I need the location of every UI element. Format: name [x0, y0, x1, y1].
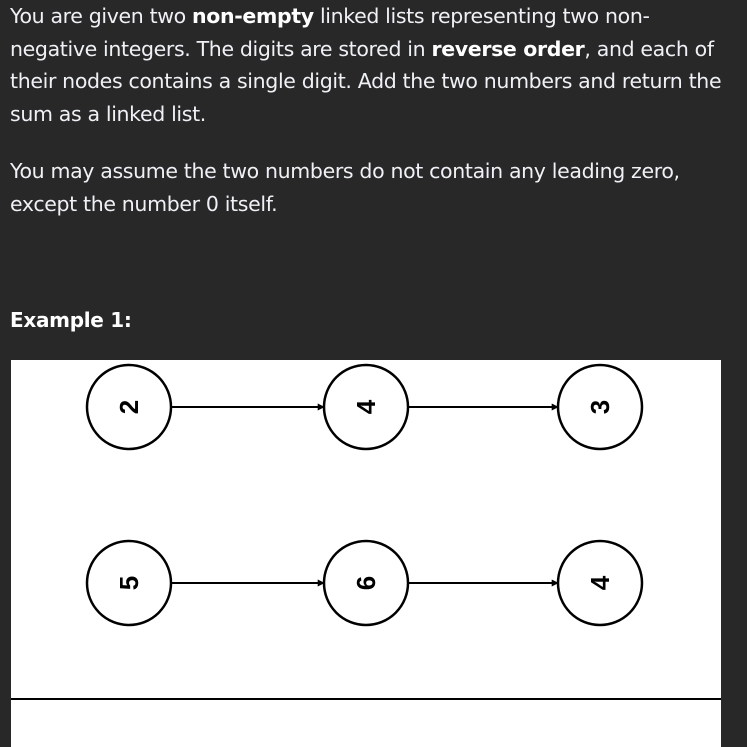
example-heading: Example 1: [10, 308, 132, 332]
linked-list-diagram: 2 4 3 5 6 4 [11, 360, 721, 747]
description-emphasis: reverse order [431, 36, 585, 61]
description-text: linked lists representing two non-negati… [10, 4, 650, 61]
node-value: 4 [585, 575, 615, 590]
node-circle [556, 363, 644, 451]
node-circle [85, 539, 173, 627]
node-circle [322, 363, 410, 451]
problem-constraint-note: You may assume the two numbers do not co… [10, 159, 680, 216]
list-node: 2 [85, 363, 173, 451]
node-circle [322, 539, 410, 627]
node-value: 5 [114, 576, 144, 590]
linked-list-svg: 2 4 3 5 6 4 [11, 363, 721, 700]
description-text: , and each of their nodes contains a sin… [10, 36, 722, 126]
problem-description: You are given two non-empty linked lists… [10, 0, 735, 130]
node-value: 6 [351, 576, 381, 590]
list-node: 6 [322, 539, 410, 627]
list-node: 4 [556, 539, 644, 627]
node-value: 4 [351, 399, 381, 414]
description-text: You are given two [10, 4, 193, 28]
node-circle [85, 363, 173, 451]
description-emphasis: non-empty [192, 4, 314, 28]
node-circle [556, 539, 644, 627]
list-node: 5 [85, 539, 173, 627]
node-value: 2 [114, 400, 144, 414]
list-node: 3 [556, 363, 644, 451]
node-value: 3 [585, 400, 615, 414]
list-node: 4 [322, 363, 410, 451]
